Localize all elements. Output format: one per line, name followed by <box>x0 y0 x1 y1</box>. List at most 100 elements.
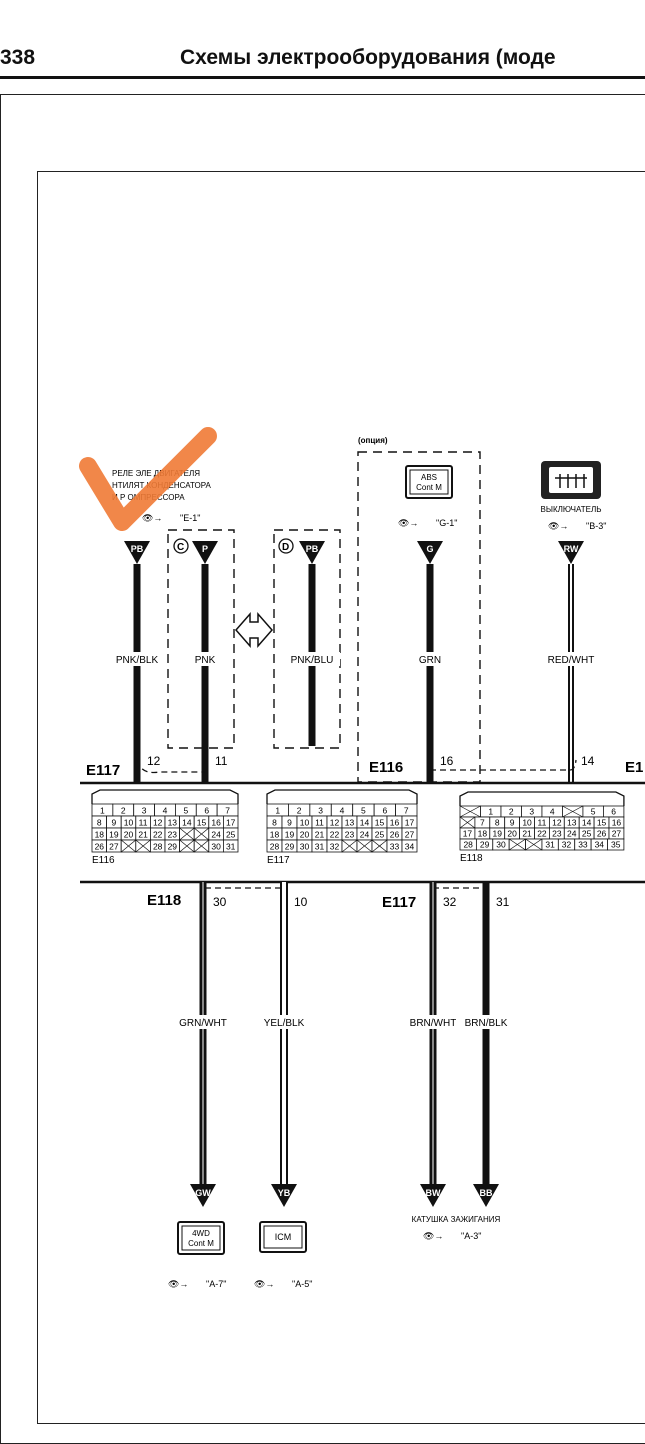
abs-module: ABS Cont M 👁→ "G-1" <box>398 465 457 528</box>
connector-x-mark <box>341 839 358 853</box>
wire-pin-number: 31 <box>496 895 510 909</box>
connector-pin-label: 2 <box>297 806 302 816</box>
connector-pin-label: 12 <box>552 818 562 828</box>
switch-ref: "B-3" <box>586 521 606 531</box>
connector-pin-label: 25 <box>582 829 592 839</box>
connector-pin-label: 17 <box>405 818 415 828</box>
connector-x-mark <box>371 839 388 853</box>
connector-pin-label: 27 <box>612 829 622 839</box>
wire-terminal-triangle <box>558 541 584 564</box>
relay-ref: "E-1" <box>180 513 200 523</box>
wire-terminal-triangle <box>473 1184 499 1207</box>
wire-color-label: GRN/WHT <box>179 1018 227 1029</box>
connector-grid-label: E116 <box>92 855 115 866</box>
connector-pin-label: 27 <box>405 830 415 840</box>
connector-pin-label: 20 <box>124 830 134 840</box>
connector-pin-label: 11 <box>538 818 547 828</box>
connector-pin-label: 25 <box>375 830 385 840</box>
connector-pin-label: 33 <box>390 842 400 852</box>
jumper-12-11 <box>137 759 205 774</box>
connector-pin-label: 34 <box>405 842 415 852</box>
wire-pin-number: 11 <box>215 754 228 768</box>
connector-pin-label: 11 <box>315 818 324 828</box>
connector-pin-label: 4 <box>340 806 345 816</box>
coil-ref: "A-3" <box>461 1231 481 1241</box>
connector-x-mark <box>193 839 210 853</box>
fwd-box-line1: 4WD <box>192 1229 210 1238</box>
wire-color-label: BRN/WHT <box>410 1018 457 1029</box>
switch-component: ВЫКЛЮЧАТЕЛЬ 👁→ "B-3" <box>541 461 606 531</box>
connector-housing <box>459 791 625 806</box>
header-rule <box>0 76 645 79</box>
connector-pin-label: 30 <box>496 840 506 850</box>
jumper-16-14 <box>430 759 577 771</box>
wire-code: PB <box>131 544 144 554</box>
wire-terminal-triangle <box>417 541 443 564</box>
eye-ref-icon: 👁→ <box>254 1279 274 1289</box>
connector-pin-label: 15 <box>597 818 607 828</box>
wire-code: BW <box>426 1188 441 1198</box>
connector-pin-label: 14 <box>182 818 192 828</box>
wire-pin-number: 30 <box>213 895 227 909</box>
connector-x-mark <box>120 839 137 853</box>
wire-terminal-triangle <box>271 1184 297 1207</box>
connector-pin-label: 25 <box>226 830 236 840</box>
eye-ref-icon: 👁→ <box>168 1279 188 1289</box>
connector-pin-label: 12 <box>330 818 340 828</box>
connector-pin-label: 6 <box>611 807 616 817</box>
connector-pin-label: 9 <box>287 818 292 828</box>
connector-pin-label: 10 <box>522 818 532 828</box>
connector-pin-label: 13 <box>567 818 577 828</box>
connector-pin-label: 16 <box>612 818 622 828</box>
wire-color-label: GRN <box>419 655 441 666</box>
connector-e118-bottom: E118 <box>147 892 181 909</box>
connector-pin-label: 7 <box>480 818 485 828</box>
wire-label-bg <box>177 652 233 666</box>
connector-pin-label: 8 <box>495 818 500 828</box>
connector-pin-label: 14 <box>582 818 592 828</box>
connector-pin-label: 21 <box>315 830 325 840</box>
wire-terminal-triangle <box>190 1184 216 1207</box>
connector-pin-label: 33 <box>578 840 588 850</box>
connector-e117-bottom: E117 <box>382 894 416 911</box>
dashed-box-c <box>167 529 235 749</box>
connector-pin-label: 27 <box>109 842 119 852</box>
connector-e117-top: E117 <box>86 762 120 779</box>
fwd-module: 4WD Cont M 👁→ "A-7" <box>168 1221 226 1289</box>
connector-pin-label: 28 <box>463 840 473 850</box>
connector-pin-label: 26 <box>390 830 400 840</box>
icm-ref: "A-5" <box>292 1279 312 1289</box>
top-wires: PBPNK/BLK12PPNK11PBPNK/BLUGGRN16RWRED/WH… <box>109 541 599 783</box>
wire-label-bg <box>456 1015 516 1029</box>
wire-code: GW <box>195 1188 211 1198</box>
connector-pin-label: 28 <box>270 842 280 852</box>
connector-pin-label: 26 <box>95 842 105 852</box>
marker-c: C <box>177 542 184 553</box>
wire-color-label: YEL/BLK <box>264 1018 305 1029</box>
connector-x-mark <box>135 839 151 853</box>
connector-pin-label: 30 <box>211 842 221 852</box>
connector-pin-label: 31 <box>226 842 236 852</box>
connector-pin-label: 24 <box>360 830 370 840</box>
wire-color-label: PNK/BLK <box>116 655 159 666</box>
connector-e116-top: E116 <box>369 759 403 776</box>
wire-label-bg <box>109 652 165 666</box>
page-title: Схемы электрооборудования (моде <box>180 46 556 69</box>
connector-e1-top: E1 <box>625 759 643 776</box>
connector-pin-label: 26 <box>597 829 607 839</box>
connector-x-mark <box>356 839 373 853</box>
wire-label-bg <box>543 652 599 666</box>
wire-code: P <box>202 544 208 554</box>
connector-pin-label: 8 <box>97 818 102 828</box>
connector-pin-label: 28 <box>153 842 163 852</box>
connector-pin-label: 35 <box>611 840 621 850</box>
connector-pin-label: 5 <box>591 807 596 817</box>
connector-pin-label: 10 <box>300 818 310 828</box>
marker-d-circle <box>278 538 294 554</box>
wire-terminal-triangle <box>192 541 218 564</box>
